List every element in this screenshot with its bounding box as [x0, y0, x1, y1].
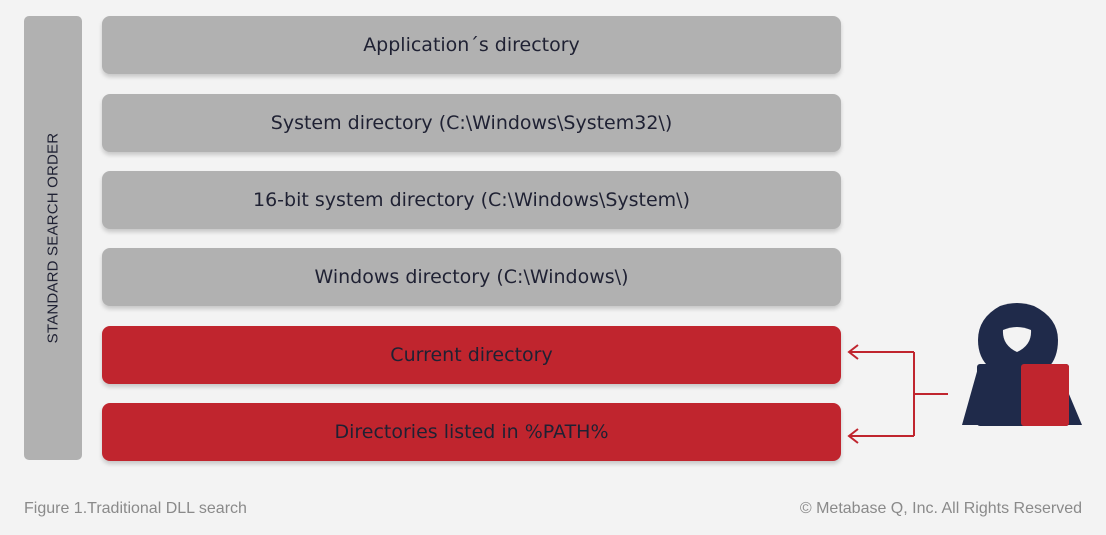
step-current-directory: Current directory: [102, 326, 841, 384]
search-order-bar: [24, 16, 82, 460]
figure-caption: Figure 1.Traditional DLL search: [24, 500, 247, 517]
step-application-directory: Application´s directory: [102, 16, 841, 74]
hooded-hacker-icon: [962, 303, 1082, 426]
step-windows-directory: Windows directory (C:\Windows\): [102, 248, 841, 306]
step-16bit-system-directory: 16-bit system directory (C:\Windows\Syst…: [102, 171, 841, 229]
step-system-directory: System directory (C:\Windows\System32\): [102, 94, 841, 152]
attack-arrows: [847, 344, 948, 444]
copyright-notice: © Metabase Q, Inc. All Rights Reserved: [799, 500, 1082, 517]
step-path-directories: Directories listed in %PATH%: [102, 403, 841, 461]
